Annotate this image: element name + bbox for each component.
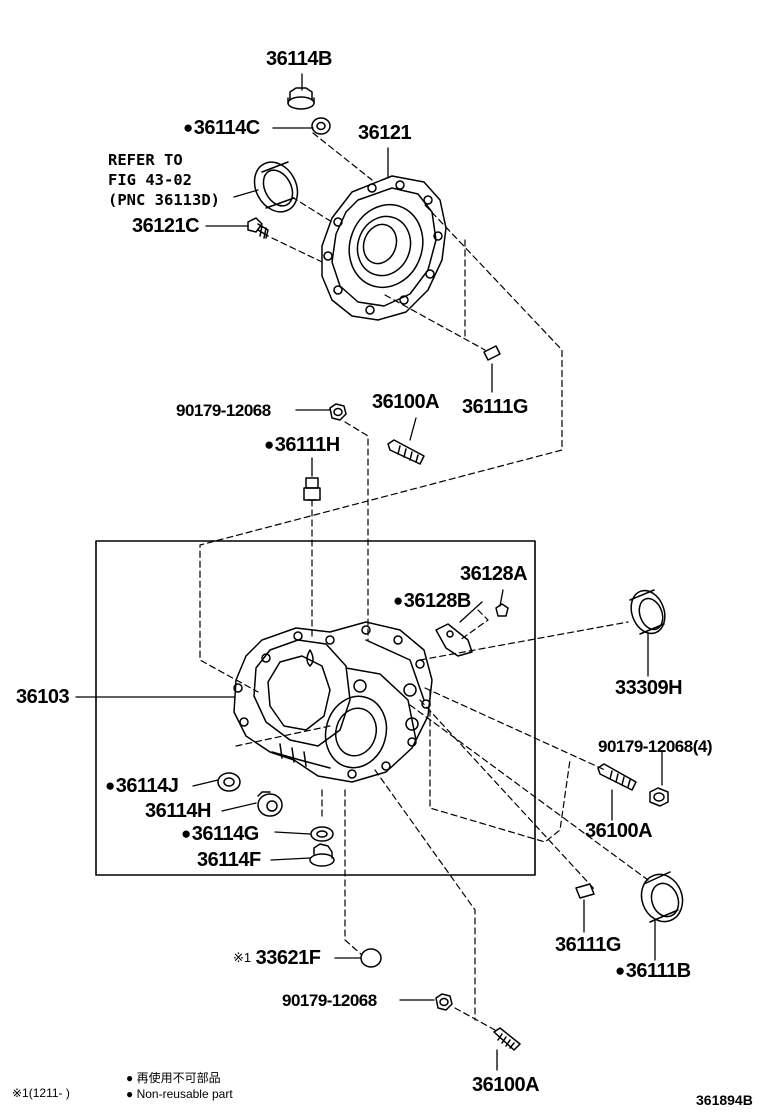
label-36114J: 36114J xyxy=(105,775,179,798)
label-36111G-bottom: 36111G xyxy=(555,934,621,956)
label-36128A: 36128A xyxy=(460,563,528,585)
legend-en: Non-reusable part xyxy=(136,1087,233,1101)
label-36128B: 36128B xyxy=(393,590,472,613)
plug-36114B-top xyxy=(287,87,315,110)
label-36100A-top: 36100A xyxy=(372,391,440,413)
legend-jp: 再使用不可部品 xyxy=(136,1071,221,1085)
label-90179-bottom: 90179-12068 xyxy=(282,991,377,1010)
gasket-36114C-top xyxy=(311,117,331,135)
breather-36111H xyxy=(303,477,321,501)
refer-line-3: (PNC 36113D) xyxy=(108,191,220,209)
pin-36111G-bottom xyxy=(575,883,595,899)
bracket-36128B xyxy=(435,623,473,657)
label-36114G: 36114G xyxy=(181,823,260,846)
note-mark: ※1 xyxy=(233,950,252,965)
assembly-lines xyxy=(199,132,649,1031)
label-90179-top: 90179-12068 xyxy=(176,401,271,420)
stud-36100A-top xyxy=(387,439,425,465)
transfer-case-36103 xyxy=(233,621,433,783)
label-36111H: 36111H xyxy=(264,434,340,457)
label-33309H: 33309H xyxy=(615,677,683,699)
stud-36100A-right xyxy=(597,763,637,791)
pin-36111G-top xyxy=(483,345,501,361)
plug-33621F xyxy=(360,948,382,968)
nut-90179-right xyxy=(649,787,669,807)
label-36100A-bottom: 36100A xyxy=(472,1074,540,1096)
seal-36111B xyxy=(640,871,684,923)
non-reusable-dot-icon: ● xyxy=(126,1071,134,1085)
housing-cover-36121 xyxy=(321,175,447,321)
refer-note: REFER TO FIG 43-02 (PNC 36113D) xyxy=(108,150,220,210)
plug-36114H xyxy=(257,791,283,817)
stud-36100A-bottom xyxy=(493,1027,521,1051)
bolt-36121C xyxy=(247,217,269,239)
gasket-36114G xyxy=(310,826,334,842)
legend-en-row: ● Non-reusable part xyxy=(126,1086,233,1102)
label-90179-right: 90179-12068(4) xyxy=(598,737,712,756)
non-reusable-dot-icon: ● xyxy=(126,1087,134,1101)
gasket-36114J xyxy=(217,772,241,792)
nut-90179-top xyxy=(329,403,347,421)
label-36111B: 36111B xyxy=(615,960,691,983)
label-33621F-group: ※1 33621F xyxy=(233,947,321,969)
plug-36114F xyxy=(309,843,335,867)
legend-jp-row: ● 再使用不可部品 xyxy=(126,1070,221,1086)
label-36114F: 36114F xyxy=(197,849,261,871)
nut-90179-bottom xyxy=(435,993,453,1011)
label-36114B-top: 36114B xyxy=(266,48,332,70)
diagram-code: 361894B xyxy=(696,1092,753,1108)
refer-line-1: REFER TO xyxy=(108,151,183,169)
label-36100A-right: 36100A xyxy=(585,820,653,842)
label-36103: 36103 xyxy=(16,686,70,708)
legend-note-code: ※1(1211- ) xyxy=(12,1086,70,1100)
label-36121C: 36121C xyxy=(132,215,200,237)
label-36114H: 36114H xyxy=(145,800,211,822)
refer-line-2: FIG 43-02 xyxy=(108,171,192,189)
bolt-36128A xyxy=(495,603,509,617)
oil-seal-top xyxy=(253,161,299,213)
label-36121: 36121 xyxy=(358,122,412,144)
assembly-frame xyxy=(95,540,536,876)
label-33621F: 33621F xyxy=(255,947,321,969)
seal-33309H xyxy=(629,589,666,635)
label-36114C: 36114C xyxy=(183,117,260,140)
label-36111G-top: 36111G xyxy=(462,396,528,418)
